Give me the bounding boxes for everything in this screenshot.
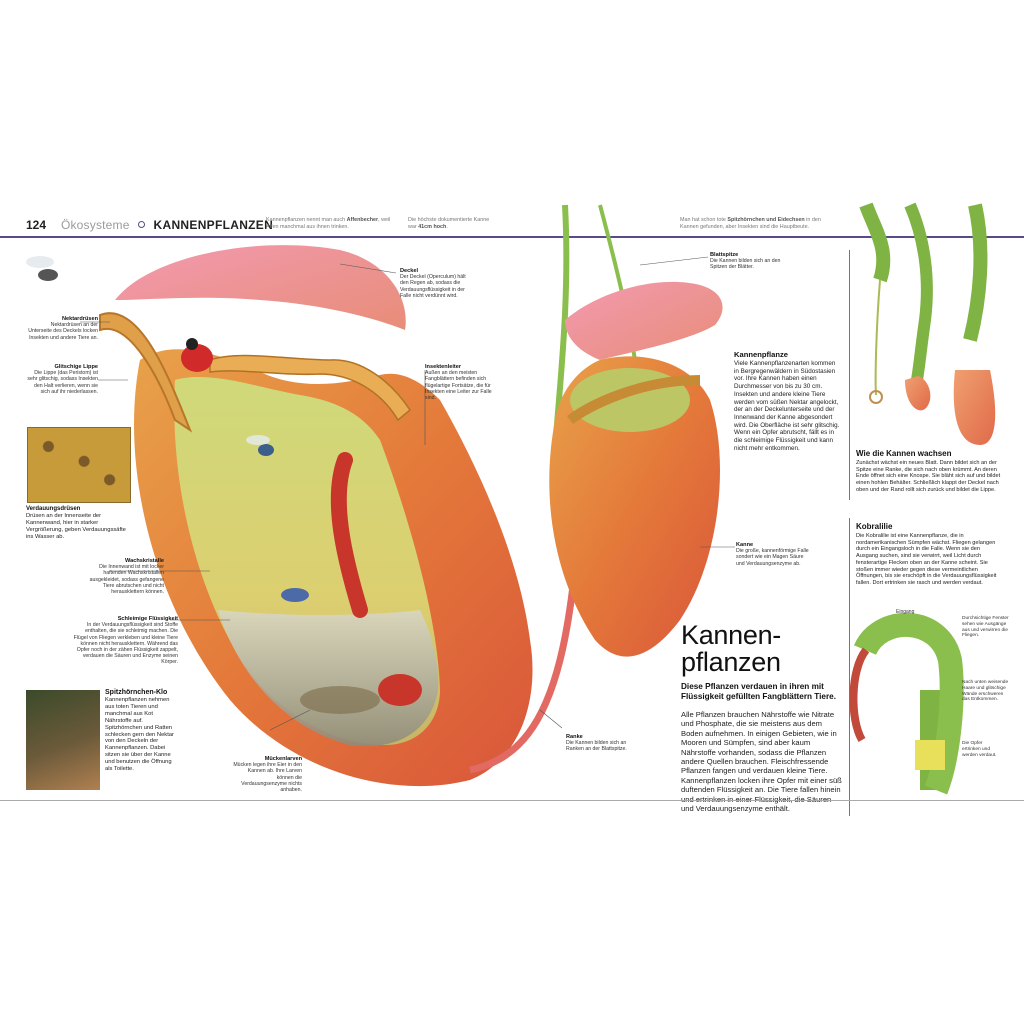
callout-nektardruesen: Nektardrüsen Nektardrüsen an der Unterse… [28,316,98,341]
callout-ranke: Ranke Die Kannen bilden sich an Ranken a… [566,734,627,753]
wachsen-box: Wie die Kannen wachsen Zunächst wächst e… [856,449,1002,494]
main-article: Kannen-pflanzen Diese Pflanzen verdauen … [681,620,843,814]
note-spitzhoernchen: Man hat schon tote Spitzhörnchen und Eid… [680,217,821,230]
ant-icon [281,588,309,602]
kobra-label-haare: Nach unten weisende Haare und glitschige… [962,680,1009,703]
header-rule [0,236,1024,238]
drowned-insects-icon [300,674,422,714]
sidebar-rule-2 [849,518,850,816]
callout-deckel: Deckel Der Deckel (Operculum) hält den R… [400,268,466,299]
callout-verdauungsdruesen: Verdauungsdrüsen Drüsen an der Innenseit… [26,506,126,540]
separator-dot-icon [138,221,146,229]
growth-stages [859,202,996,445]
main-lead: Diese Pflanzen verdauen in ihren mit Flü… [681,682,836,701]
kobra-label-eingang: Eingang [896,609,915,615]
bluefly-icon [246,435,274,456]
header: 124 Ökosysteme KANNENPFLANZEN [26,216,273,234]
callout-wachskristalle: Wachskristalle Die Innenwand ist mit loc… [89,558,164,596]
bottom-rule [0,800,1024,801]
section-label: Ökosysteme [60,218,130,232]
fly-icon [26,256,58,281]
callout-kanne: Kanne Die große, kannenförmige Falle son… [736,542,809,567]
centipede-icon [330,452,368,618]
spitzhoernchen-box: Spitzhörnchen-Klo Kannenpflanzen nehmen … [105,689,174,773]
page-number: 124 [26,218,47,232]
callout-blattspitze: Blattspitze Die Kannen bilden sich an de… [710,252,781,271]
kannenpflanze-box: Kannenpflanze Viele Kannenpflanzenarten … [734,350,840,452]
main-body: Alle Pflanzen brauchen Nährstoffe wie Ni… [681,710,842,814]
sidebar-rule-1 [849,250,850,500]
callout-mueckenlarven: Mückenlarven Mücken legen ihre Eier in d… [233,756,302,794]
chapter-title: KANNENPFLANZEN [153,218,274,232]
callout-fluessigkeit: Schleimige Flüssigkeit In der Verdauungs… [73,616,178,666]
side-pitcher [549,204,723,657]
kobralilie-text: Die Kobralilie ist eine Kannenpflanze, d… [856,533,997,586]
wachsen-title: Wie die Kannen wachsen [856,449,952,458]
gland-closeup-image [27,427,131,503]
main-title: Kannen-pflanzen [681,620,781,677]
kobralilie-box: Kobralilie Die Kobralilie ist eine Kanne… [856,522,1002,587]
cobra-lily [849,612,964,795]
wachsen-text: Zunächst wächst ein neues Blatt. Dann bi… [856,460,1001,493]
note-hoechste-kanne: Die höchste dokumentierte Kanne war 41cm… [408,217,490,230]
note-affenbecher: Kannenpflanzen nennt man auch Affenbeche… [266,217,391,230]
kobra-label-fenster: Durchsichtige Fenster sehen wie Ausgänge… [962,616,1009,639]
callout-insektenleiter: Insektenleiter Außen an den meisten Fang… [425,364,492,402]
beetle-icon [181,338,213,372]
kobralilie-title: Kobralilie [856,522,893,531]
treeshrew-photo [26,690,100,790]
callout-lippe: Glitschige Lippe Die Lippe (das Peristom… [27,364,98,395]
kobra-label-opfer: Die Opfer ertrinken und werden verdaut. [962,741,997,758]
main-pitcher [99,245,589,787]
